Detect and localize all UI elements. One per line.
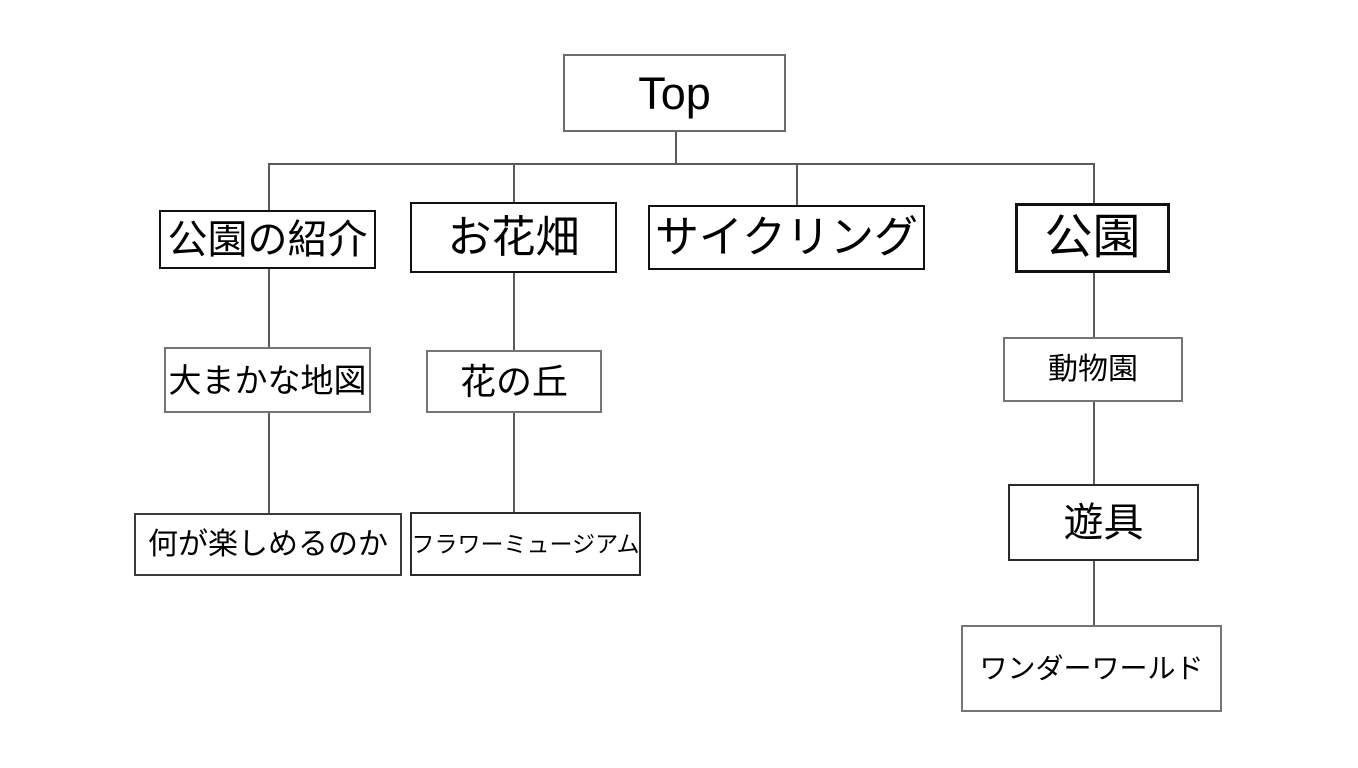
- node-flower-field: お花畑: [410, 202, 617, 273]
- connector-flower-field-flower-hill: [513, 273, 515, 350]
- connector-drop-park: [1093, 163, 1095, 203]
- node-flower-museum: フラワーミュージアム: [410, 512, 641, 576]
- connector-playground-wonder-world: [1093, 561, 1095, 625]
- connector-rough-map-what-enjoy: [268, 413, 270, 513]
- node-cycling: サイクリング: [648, 205, 925, 270]
- node-rough-map: 大まかな地図: [164, 347, 371, 413]
- node-park-intro: 公園の紹介: [159, 210, 376, 269]
- node-playground: 遊具: [1008, 484, 1199, 561]
- connector-horizontal-bus: [268, 163, 1094, 165]
- node-what-enjoy: 何が楽しめるのか: [134, 513, 402, 576]
- connector-park-intro-rough-map: [268, 269, 270, 347]
- connector-park-zoo: [1093, 273, 1095, 337]
- node-wonder-world: ワンダーワールド: [961, 625, 1222, 712]
- connector-zoo-playground: [1093, 402, 1095, 484]
- connector-drop-flower-field: [513, 163, 515, 202]
- connector-drop-park-intro: [268, 163, 270, 210]
- node-zoo: 動物園: [1003, 337, 1183, 402]
- connector-flower-hill-flower-museum: [513, 413, 515, 512]
- node-top: Top: [563, 54, 786, 132]
- node-flower-hill: 花の丘: [426, 350, 602, 413]
- connector-top-drop: [675, 132, 677, 163]
- node-park: 公園: [1015, 203, 1170, 273]
- connector-drop-cycling: [796, 163, 798, 205]
